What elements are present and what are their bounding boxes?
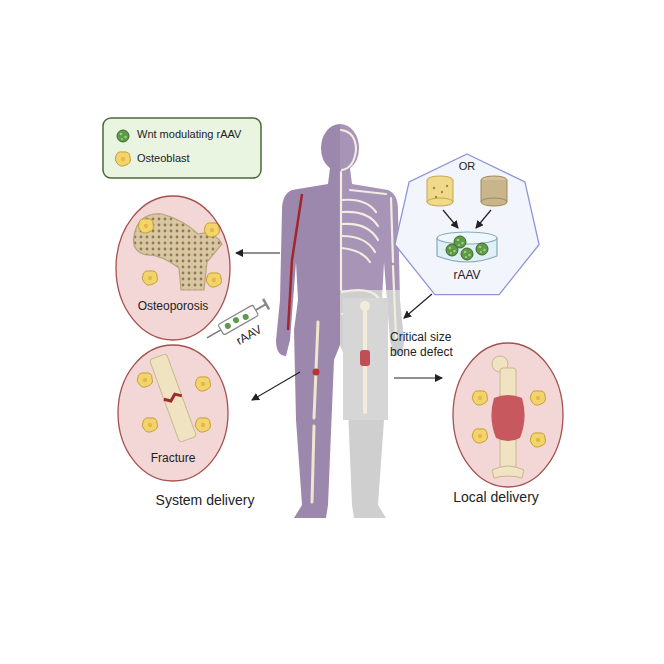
scaffold-heptagon: OR rAAV xyxy=(393,154,541,295)
heptagon-outline xyxy=(395,154,539,295)
node-outline xyxy=(116,196,230,340)
defect-label: Critical size bone defect xyxy=(390,330,474,360)
circle-outline xyxy=(116,196,230,340)
node-text: Fracture xyxy=(140,451,206,465)
legend-text: Osteoblast xyxy=(137,152,190,165)
node-text: OR xyxy=(452,160,482,173)
fracture-circle: Fracture xyxy=(118,345,228,481)
legend-text: Wnt modulating rAAV xyxy=(137,128,241,141)
section-label: System delivery xyxy=(140,492,270,509)
disease-circle: Osteoporosis xyxy=(116,196,230,340)
node-text: rAAV xyxy=(432,268,502,282)
section-label: Local delivery xyxy=(436,489,556,506)
circle-outline xyxy=(118,345,228,481)
node-text: Osteoporosis xyxy=(127,299,219,313)
